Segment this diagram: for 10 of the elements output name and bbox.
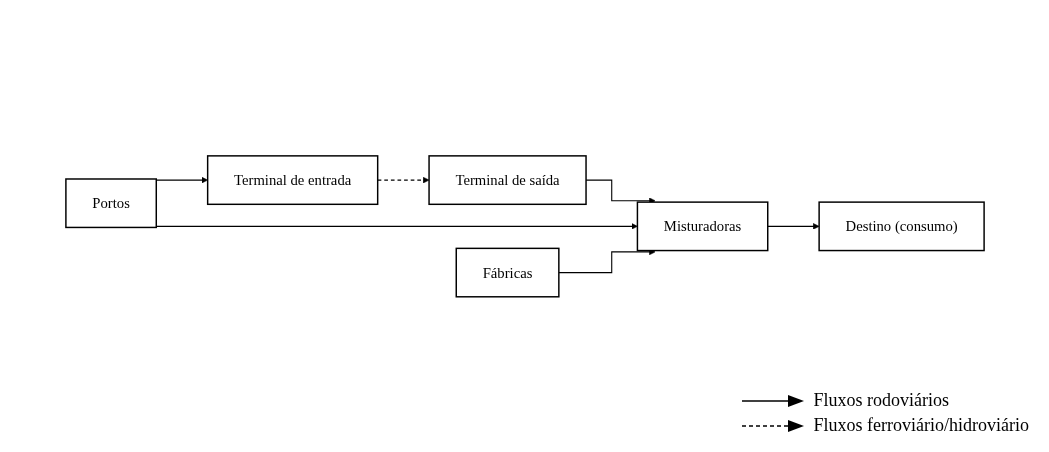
legend-text: Fluxos ferroviário/hidroviário [813,415,1029,436]
node-box [206,154,378,205]
node-box [636,201,768,251]
node-box [817,201,985,251]
flowchart-drawing: Terminal de entrada Terminal de saída Portos Misturadoras Destino (consumo) Fábricas [59,149,990,303]
arrow [585,179,656,204]
node-box [64,177,157,228]
legend-text: Fluxos rodoviários [813,390,950,411]
node-box [455,247,560,298]
node-box [427,154,587,205]
